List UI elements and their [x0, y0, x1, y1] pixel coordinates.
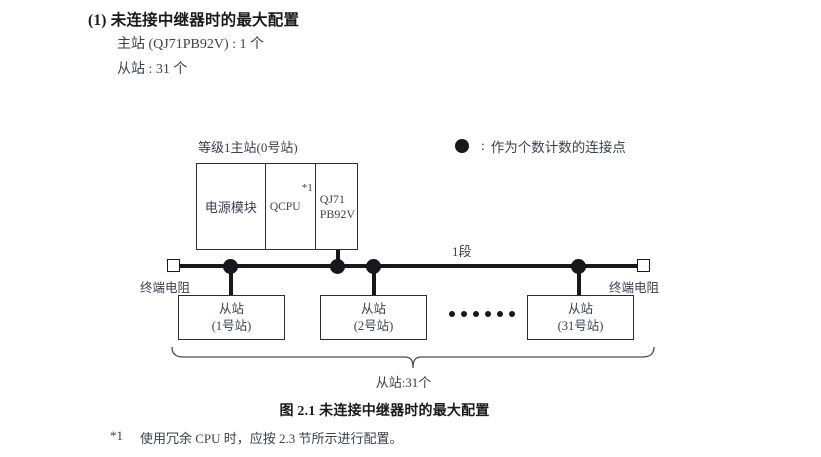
- fieldbus-trunk-line: [174, 264, 644, 268]
- ellipsis-dot: [485, 311, 491, 317]
- terminator-left-icon: [167, 259, 180, 272]
- slave-station-box: 从站 (2号站): [320, 295, 427, 340]
- network-module-label-line2: PB92V: [319, 206, 356, 221]
- footnote-mark: *1: [110, 428, 123, 443]
- slave-station-number: (1号站): [211, 318, 252, 333]
- legend-label: 作为个数计数的连接点: [490, 140, 626, 155]
- segment-label: 1段: [452, 244, 472, 259]
- slave-group-caption-text: 从站:31个: [375, 375, 432, 390]
- ellipsis-dot: [449, 311, 455, 317]
- master-station-label: 等级1主站(0号站): [198, 140, 298, 155]
- figure-caption: 图 2.1 未连接中继器时的最大配置: [0, 400, 821, 420]
- terminator-right-label: 终端电阻: [609, 281, 660, 295]
- footnote-text: 使用冗余 CPU 时，应按 2.3 节所示进行配置。: [140, 431, 403, 446]
- filled-circle-icon: [455, 139, 469, 153]
- slave-drop-line: [228, 266, 233, 295]
- ellipsis-dots: [449, 311, 515, 317]
- master-drop-line: [336, 250, 340, 266]
- network-module-label: QJ71 PB92V: [320, 192, 355, 222]
- cpu-footnote-mark: *1: [301, 182, 313, 194]
- figure-caption-text: 图 2.1 未连接中继器时的最大配置: [279, 404, 490, 419]
- slave-group-brace: [168, 346, 658, 372]
- slave-station-box: 从站 (31号站): [527, 295, 634, 340]
- ellipsis-dot: [461, 311, 467, 317]
- network-module-label-line1: QJ71: [319, 191, 346, 206]
- slave-group-caption: 从站:31个: [0, 372, 821, 391]
- ellipsis-dot: [497, 311, 503, 317]
- master-module-rack: 电源模块 QCPU *1 QJ71 PB92V: [196, 163, 358, 250]
- slave-station-name: 从站: [567, 301, 593, 316]
- brace-icon: [171, 346, 655, 369]
- slave-station-number: (31号站): [557, 318, 604, 333]
- connection-point-dot: [330, 258, 345, 274]
- slave-station-name: 从站: [218, 301, 244, 316]
- terminator-left-label: 终端电阻: [140, 281, 191, 295]
- slave-drop-line: [371, 266, 376, 295]
- master-station-count-line: 主站 (QJ71PB92V) : 1 个: [117, 37, 265, 52]
- slave-station-number: (2号站): [353, 318, 394, 333]
- ellipsis-dot: [509, 311, 515, 317]
- legend-colon: :: [481, 138, 485, 153]
- slave-drop-line: [576, 266, 581, 295]
- cpu-module-cell: QCPU *1: [266, 164, 316, 249]
- cpu-module-label: QCPU: [269, 200, 301, 213]
- power-module-cell: 电源模块: [197, 164, 266, 249]
- slave-station-name: 从站: [360, 301, 386, 316]
- legend: : 作为个数计数的连接点: [455, 136, 626, 156]
- page-title: (1) 未连接中继器时的最大配置: [88, 12, 300, 29]
- ellipsis-dot: [473, 311, 479, 317]
- power-module-label: 电源模块: [204, 200, 257, 215]
- network-module-cell: QJ71 PB92V: [316, 164, 357, 249]
- slave-station-count-line: 从站 : 31 个: [117, 62, 188, 77]
- terminator-right-icon: [637, 259, 650, 272]
- slave-station-box: 从站 (1号站): [178, 295, 285, 340]
